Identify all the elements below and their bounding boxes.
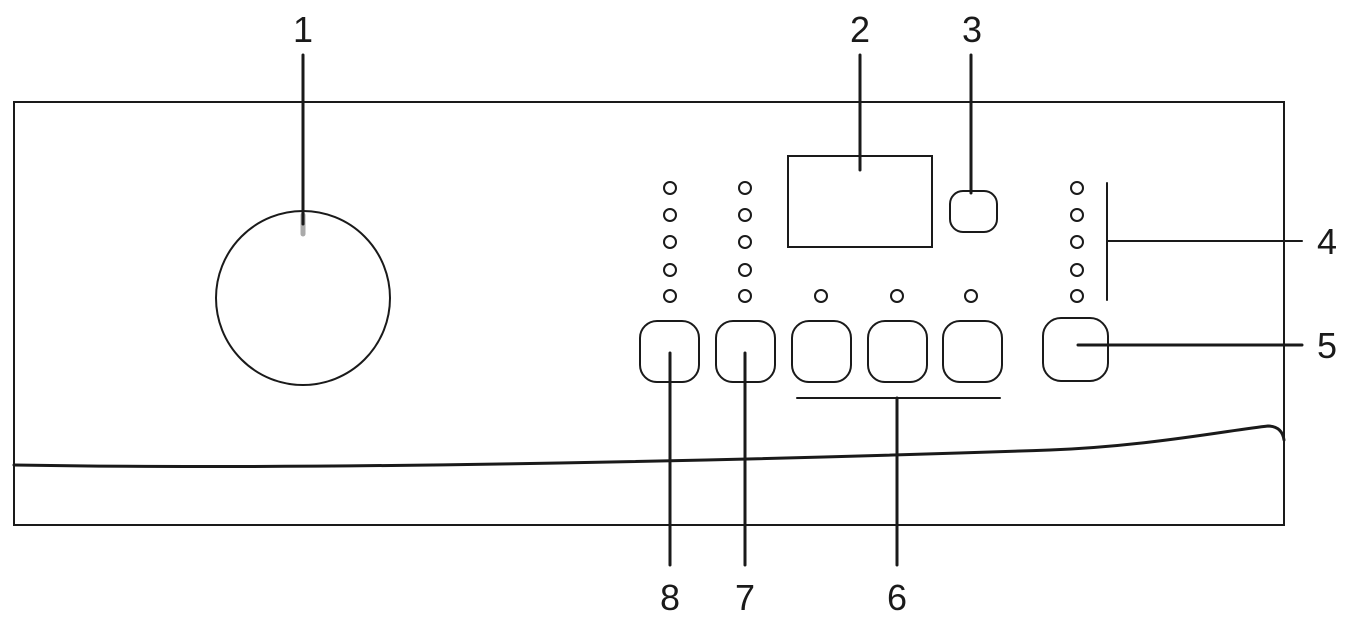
- indicator-light: [738, 289, 752, 303]
- callout-8: 8: [660, 577, 680, 618]
- indicator-light: [1070, 263, 1084, 277]
- indicator-light: [738, 208, 752, 222]
- indicator-light: [663, 289, 677, 303]
- program-selector-knob[interactable]: [215, 210, 391, 386]
- callout-2: 2: [850, 9, 870, 50]
- indicator-light: [663, 181, 677, 195]
- indicator-column-8: [663, 181, 677, 303]
- callout-1: 1: [293, 9, 313, 50]
- callout-6: 6: [887, 577, 907, 618]
- indicator-light: [663, 208, 677, 222]
- indicator-light: [1070, 208, 1084, 222]
- option-button-2[interactable]: [867, 320, 928, 383]
- button-5[interactable]: [1042, 317, 1109, 382]
- indicator-light: [738, 235, 752, 249]
- indicator-column-4: [1070, 181, 1084, 303]
- start-pause-button[interactable]: [949, 190, 998, 233]
- callout-5: 5: [1317, 325, 1337, 366]
- indicator-column-7: [738, 181, 752, 303]
- option-button-1[interactable]: [791, 320, 852, 383]
- option-button-3[interactable]: [942, 320, 1003, 383]
- indicator-light: [663, 263, 677, 277]
- indicator-light: [1070, 181, 1084, 195]
- indicator-light: [663, 235, 677, 249]
- callout-4: 4: [1317, 221, 1337, 262]
- control-panel-outline: [13, 101, 1285, 526]
- option-indicator-light: [964, 289, 978, 303]
- callout-3: 3: [962, 9, 982, 50]
- callout-7: 7: [735, 577, 755, 618]
- option-indicator-light: [814, 289, 828, 303]
- panel-lower-edge: [12, 424, 1286, 469]
- indicator-light: [1070, 289, 1084, 303]
- indicator-light: [1070, 235, 1084, 249]
- option-indicator-light: [890, 289, 904, 303]
- indicator-light: [738, 181, 752, 195]
- indicator-light: [738, 263, 752, 277]
